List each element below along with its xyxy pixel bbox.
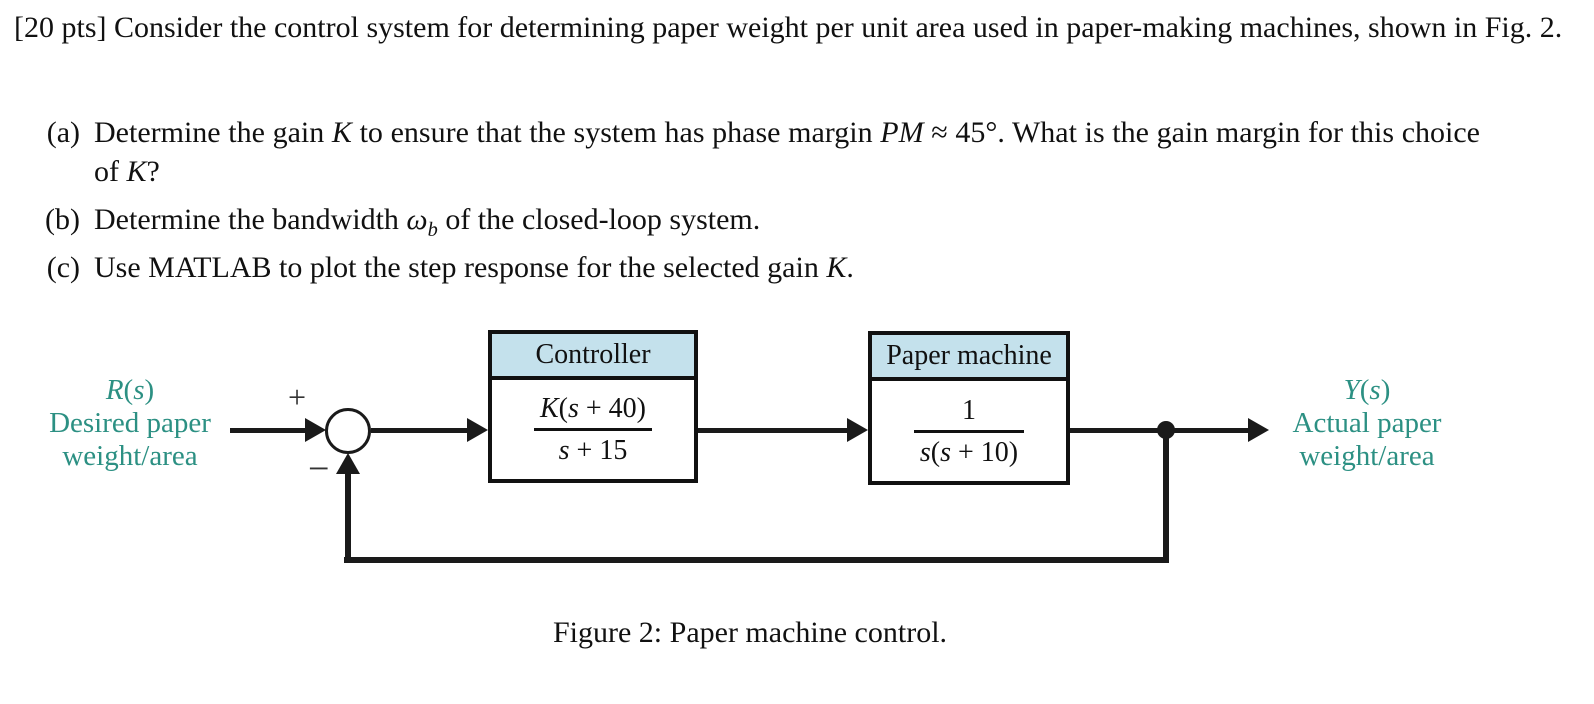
input-label-line1: Desired paper [49, 407, 211, 439]
input-label-line2: weight/area [62, 440, 198, 472]
item-c-label: (c) [46, 251, 80, 284]
output-label-line2: weight/area [1299, 440, 1435, 472]
input-arg-open: ( [123, 374, 134, 406]
sum-to-controller-line [371, 428, 471, 433]
item-a-seg2: to ensure that the system has phase marg… [351, 116, 881, 149]
controller-transfer-function: K(s + 40) s + 15 [533, 391, 653, 468]
input-signal-var: R(s) [15, 374, 245, 407]
controller-num-tail: + 40) [578, 393, 647, 424]
problem-item-c: (c) Use MATLAB to plot the step response… [30, 248, 1510, 287]
input-arg-close: ) [144, 374, 155, 406]
item-c-seg2: . [846, 251, 854, 284]
plant-arrowhead-icon [847, 418, 868, 442]
controller-denominator: s + 15 [553, 433, 634, 468]
item-b-label: (b) [45, 203, 80, 236]
item-b-seg1: Determine the bandwidth [94, 203, 407, 236]
feedback-arrowhead-icon [336, 453, 360, 474]
controller-den-tail: + 15 [569, 435, 628, 466]
item-b-seg2: of the closed-loop system. [437, 203, 761, 236]
input-arrow-line [230, 428, 310, 433]
plant-den-open: ( [930, 436, 941, 468]
item-a-seg3: ≈ 45°. What is the gain margin for this … [94, 116, 1480, 188]
output-arg-s: s [1369, 374, 1381, 406]
output-signal-var: Y(s) [1252, 374, 1482, 407]
paper-machine-block: Paper machine 1 s(s + 10) [868, 331, 1070, 485]
input-arg-s: s [133, 374, 145, 406]
figure-caption: Figure 2: Paper machine control. [552, 616, 948, 649]
item-a-label: (a) [46, 116, 80, 149]
problem-item-b: (b) Determine the bandwidth ωb of the cl… [30, 200, 1510, 241]
problem-item-list: (a) Determine the gain K to ensure that … [30, 104, 1510, 287]
controller-to-plant-line [698, 428, 848, 433]
plant-den-s2: s [940, 436, 951, 468]
input-signal-label: R(s) Desired paper weight/area [15, 374, 245, 473]
feedback-left-vertical-line [345, 472, 351, 562]
controller-block-body: K(s + 40) s + 15 [492, 380, 694, 479]
controller-num-open: ( [558, 393, 568, 424]
paper-machine-transfer-function: 1 s(s + 10) [913, 393, 1025, 470]
controller-block-title: Controller [492, 334, 694, 380]
item-a-text: Determine the gain K to ensure that the … [94, 113, 1510, 191]
plant-den-tail: + 10) [951, 436, 1019, 468]
sum-minus-sign: − [308, 448, 330, 490]
item-a-var-k2: K [126, 155, 147, 188]
input-arrowhead-icon [305, 418, 326, 442]
item-a-var-k1: K [331, 116, 352, 149]
output-arg-open: ( [1359, 374, 1370, 406]
controller-fraction-rule [533, 428, 653, 431]
paper-machine-block-body: 1 s(s + 10) [872, 381, 1066, 481]
controller-block: Controller K(s + 40) s + 15 [488, 330, 698, 483]
controller-num-s: s [567, 393, 579, 424]
paper-machine-block-title: Paper machine [872, 335, 1066, 381]
item-a-var-pm: PM [880, 116, 924, 149]
item-c-seg1: Use MATLAB to plot the step response for… [94, 251, 827, 284]
item-a-seg1: Determine the gain [94, 116, 332, 149]
sum-plus-sign: + [288, 379, 307, 415]
item-c-text: Use MATLAB to plot the step response for… [94, 248, 1510, 287]
problem-statement: [20 pts] Consider the control system for… [14, 11, 1563, 44]
item-b-var-omega: ω [406, 203, 428, 236]
feedback-bottom-line [344, 557, 1169, 563]
output-signal-label: Y(s) Actual paper weight/area [1252, 374, 1482, 473]
item-b-var-omega-sub: b [427, 219, 438, 241]
problem-item-a: (a) Determine the gain K to ensure that … [30, 113, 1510, 191]
plant-denominator: s(s + 10) [914, 435, 1024, 470]
controller-numerator: K(s + 40) [534, 391, 652, 426]
feedback-right-vertical-line [1163, 430, 1169, 563]
input-var-r: R [105, 374, 124, 406]
output-label-line1: Actual paper [1292, 407, 1442, 439]
plant-numerator: 1 [961, 394, 976, 426]
plant-fraction-rule [913, 429, 1025, 433]
output-arrowhead-icon [1248, 418, 1269, 442]
controller-den-s: s [558, 435, 570, 466]
plant-den-s1: s [919, 436, 931, 468]
controller-arrowhead-icon [467, 418, 488, 442]
controller-num-k: K [539, 393, 559, 424]
item-b-text: Determine the bandwidth ωb of the closed… [94, 200, 1510, 241]
item-c-var-k: K [826, 251, 847, 284]
item-a-seg4: ? [146, 155, 160, 188]
summing-junction [325, 408, 371, 454]
output-arg-close: ) [1380, 374, 1391, 406]
output-var-y: Y [1343, 374, 1360, 406]
